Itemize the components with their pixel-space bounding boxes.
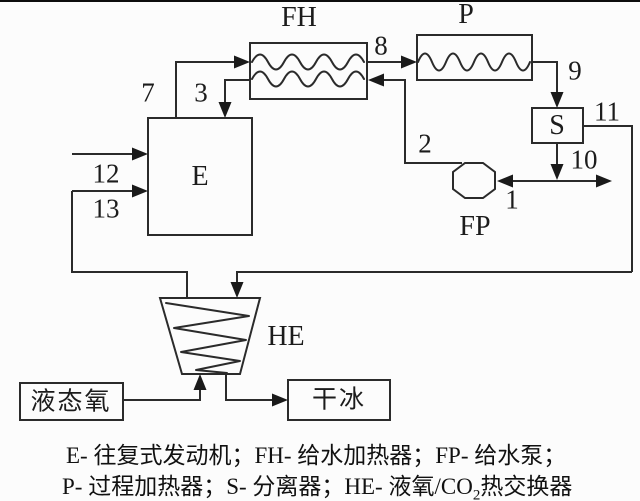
fh-heater-box xyxy=(249,42,368,100)
p-heater-box xyxy=(416,34,533,81)
stream-label-3: 3 xyxy=(194,77,208,108)
legend-co2-subscript: 2 xyxy=(472,487,481,501)
stream-label-2: 2 xyxy=(418,128,432,159)
stream7-line xyxy=(175,61,240,118)
legend-line2-text: P- 过程加热器；S- 分离器；HE- 液氧/CO xyxy=(62,474,473,499)
liquid-oxygen-label: 液态氧 xyxy=(30,388,112,416)
stream-label-11: 11 xyxy=(594,96,620,127)
fp-label: FP xyxy=(459,211,491,242)
arrow-9-into-s xyxy=(550,92,564,108)
top-border-line xyxy=(0,0,640,2)
stream-label-1: 1 xyxy=(505,184,519,215)
arrow-8-into-p xyxy=(401,55,417,69)
fh-lower-coil xyxy=(251,70,365,88)
arrow-12-into-e xyxy=(132,147,148,161)
arrow-2-into-fh xyxy=(368,73,384,87)
he-exchanger-trapezoid xyxy=(158,297,262,375)
dry-ice-label: 干冰 xyxy=(311,386,367,414)
stream-label-12: 12 xyxy=(92,158,120,189)
p-coil xyxy=(417,52,531,72)
arrow-s-outlet-down xyxy=(550,164,564,180)
legend-line2-suffix: 热交换器 xyxy=(480,474,573,499)
p-label: P xyxy=(458,0,474,30)
oxygen-feed-line xyxy=(71,191,188,298)
dry-ice-outlet-line xyxy=(225,374,278,401)
s-label: S xyxy=(549,110,565,141)
fh-label: FH xyxy=(281,2,317,33)
he-spiral-coil xyxy=(165,302,250,374)
arrow-lox-into-he xyxy=(193,374,207,390)
e-engine-box xyxy=(147,117,253,236)
stream2-line xyxy=(378,79,462,164)
arrow-into-dry-ice xyxy=(272,393,288,407)
stream-label-10: 10 xyxy=(570,144,598,175)
arrow-13-into-e xyxy=(132,184,148,198)
legend-line-1: E- 往复式发动机；FH- 给水加热器；FP- 给水泵； xyxy=(66,443,567,468)
arrow-return-into-he xyxy=(230,282,244,298)
lox-inlet-line xyxy=(123,384,201,401)
legend-line-2: P- 过程加热器；S- 分离器；HE- 液氧/CO2热交换器 xyxy=(62,467,572,501)
stream-label-7: 7 xyxy=(141,77,155,108)
stream-label-9: 9 xyxy=(568,55,582,86)
stream-label-8: 8 xyxy=(374,30,388,61)
co2-return-line xyxy=(236,271,632,288)
stream3-line xyxy=(224,79,250,110)
stream11-line xyxy=(583,125,633,272)
he-label: HE xyxy=(267,321,305,352)
arrow-7-into-fh xyxy=(234,55,250,69)
stream-label-13: 13 xyxy=(92,193,120,224)
arrow-10-outlet xyxy=(596,174,612,188)
fp-pump-octagon xyxy=(452,162,496,199)
fh-upper-coil xyxy=(251,53,365,71)
e-label: E xyxy=(191,161,209,192)
liquid-oxygen-box xyxy=(19,382,124,421)
arrow-3-into-e xyxy=(218,102,232,118)
stream9-line xyxy=(532,61,558,98)
arrow-1-into-fp xyxy=(497,174,513,188)
